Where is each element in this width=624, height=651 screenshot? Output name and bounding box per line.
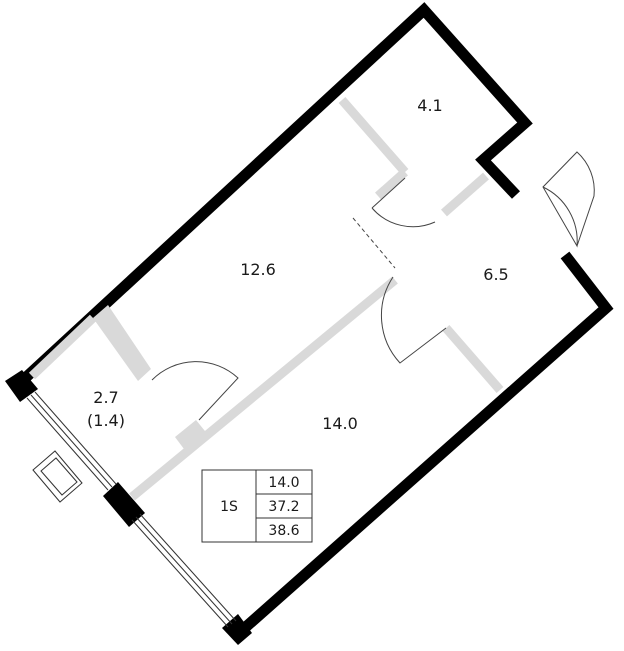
outer-walls [18, 2, 614, 638]
wall-right-bottom [235, 251, 614, 638]
door-entrance [542, 151, 595, 248]
partition-thick [93, 305, 209, 453]
wall-top-left [18, 2, 533, 386]
doors [151, 151, 595, 421]
window-loggia [26, 391, 117, 491]
door-loggia [151, 361, 239, 421]
ac-unit [32, 450, 83, 503]
room-label-living: 12.6 [240, 260, 276, 279]
door-bath [371, 177, 436, 228]
summary-total-area: 37.2 [268, 499, 299, 515]
room-label-loggia: 2.7 [93, 388, 118, 407]
partition-bath-bottom-b [441, 172, 489, 217]
room-label-kitchen: 14.0 [322, 414, 358, 433]
window-kitchen [131, 513, 237, 628]
summary-table [201, 469, 313, 543]
partition-loggia-top [28, 314, 97, 380]
partition-bath-left [338, 97, 409, 175]
room-label-hall: 6.5 [483, 265, 508, 284]
summary-living-area: 14.0 [268, 475, 299, 491]
summary-type: 1S [220, 499, 238, 515]
partitions [28, 97, 504, 501]
partition-hall-kitchen [442, 325, 504, 393]
door-hall-kitchen [380, 276, 447, 364]
room-label-loggia-reduced: (1.4) [87, 411, 125, 430]
summary-total-with-loggia: 38.6 [268, 523, 299, 539]
wall-pillar-window [103, 482, 145, 527]
partition-living-kitchen [129, 276, 398, 501]
room-label-bath: 4.1 [417, 96, 442, 115]
opening-dashed [352, 217, 396, 269]
partition-bath-bottom-a [375, 168, 408, 200]
wall-corner-left [5, 370, 38, 402]
